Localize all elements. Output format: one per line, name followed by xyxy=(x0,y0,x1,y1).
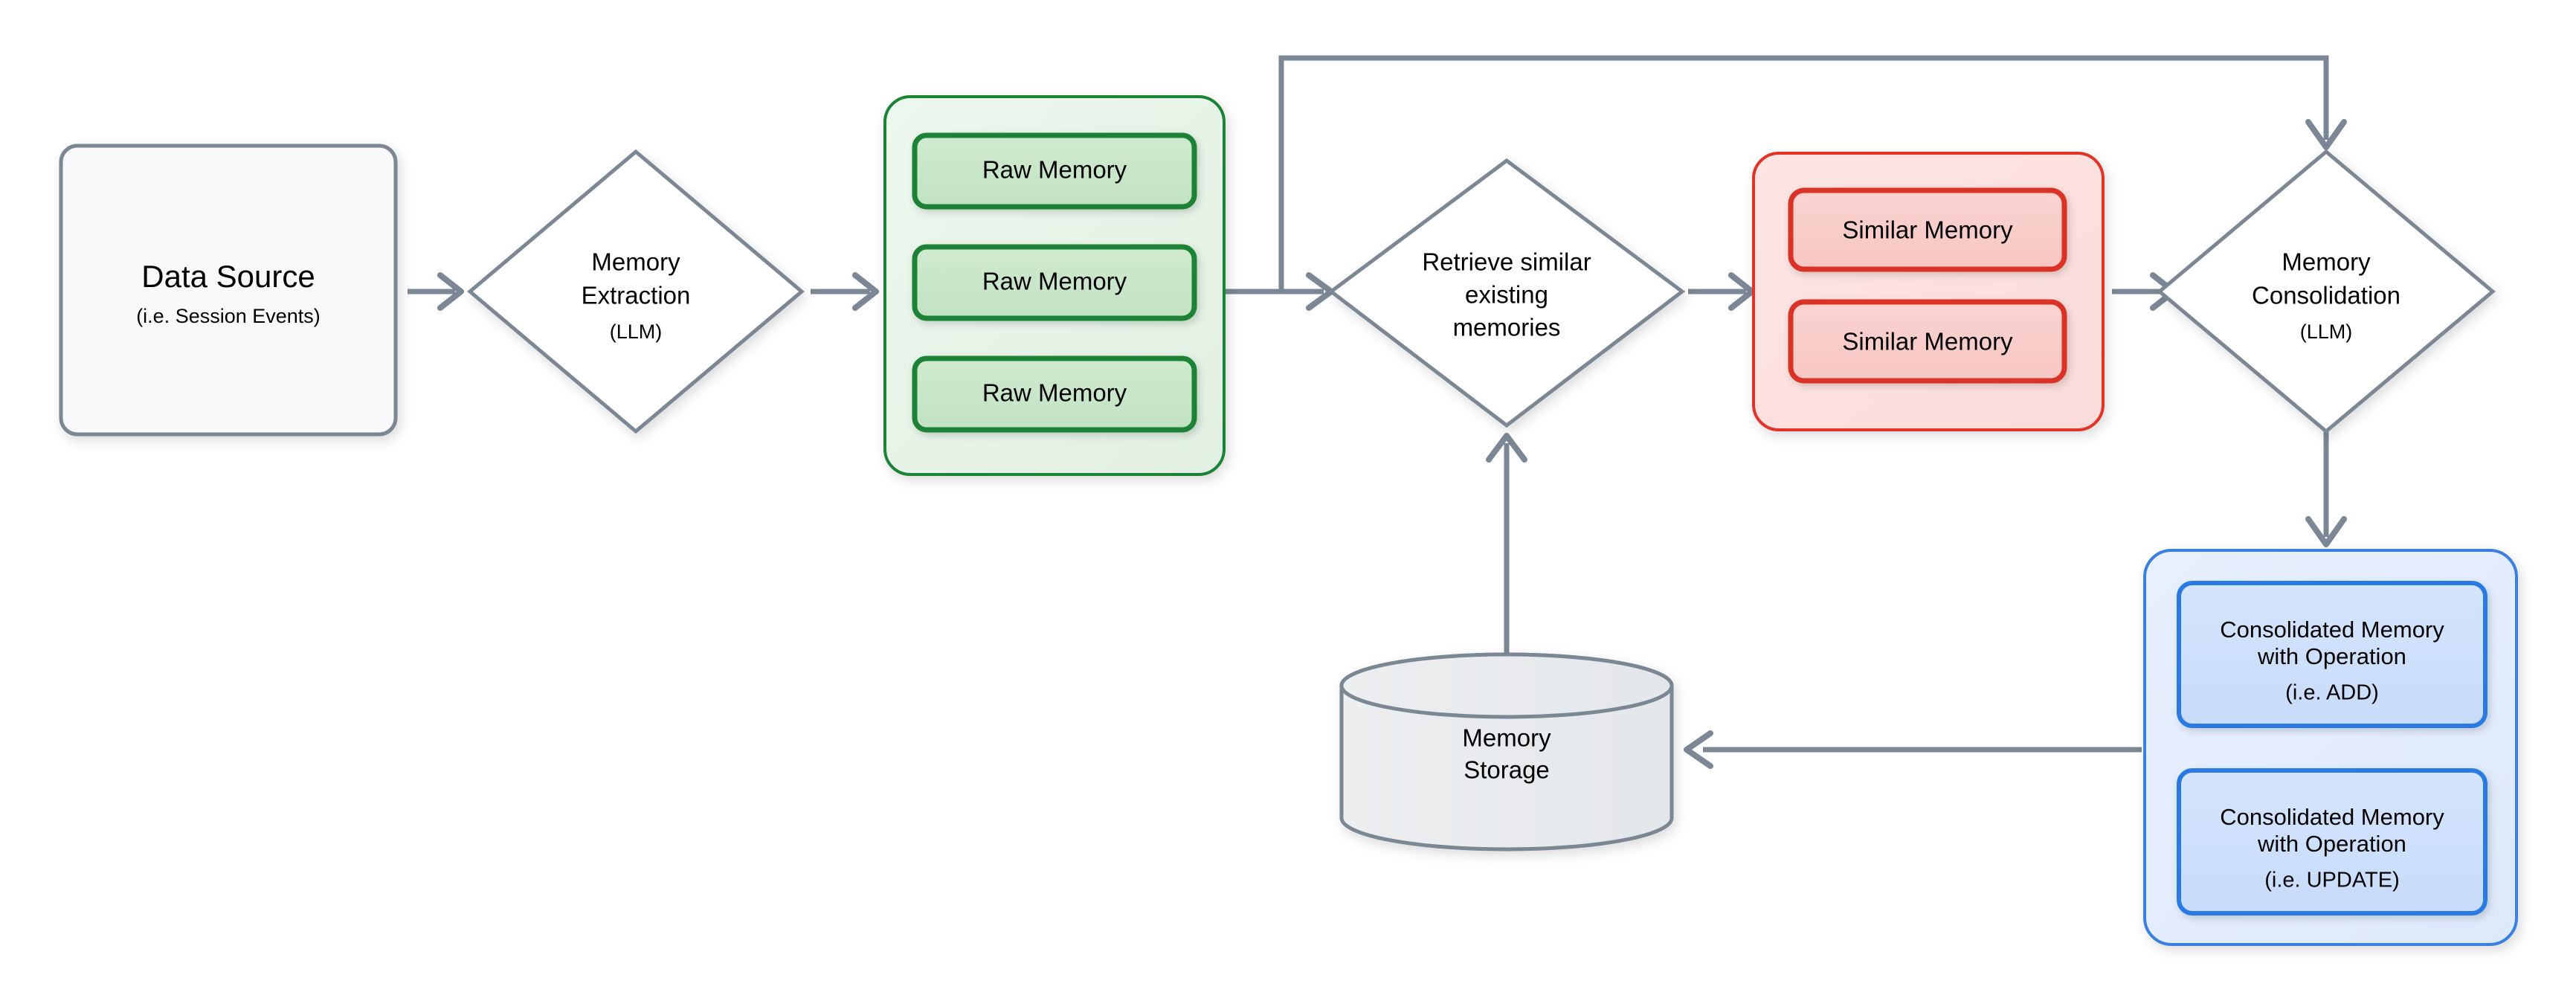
group-consolidated-memory: Consolidated Memory with Operation (i.e.… xyxy=(2143,549,2518,946)
consolidated-memory-line2: with Operation xyxy=(2257,643,2406,669)
memory-extraction-line2: Extraction xyxy=(582,282,691,309)
consolidated-memory-item[interactable]: Consolidated Memory with Operation (i.e.… xyxy=(2177,768,2488,915)
retrieve-similar-line3: memories xyxy=(1453,314,1561,341)
raw-memory-label: Raw Memory xyxy=(982,268,1127,295)
consolidated-memory-line2: with Operation xyxy=(2257,831,2406,857)
memory-storage-line1: Memory xyxy=(1462,724,1551,752)
group-similar-memory: Similar Memory Similar Memory xyxy=(1752,152,2105,431)
memory-extraction-line3: (LLM) xyxy=(610,321,663,343)
similar-memory-label: Similar Memory xyxy=(1842,216,2013,244)
consolidated-memory-line1: Consolidated Memory xyxy=(2220,804,2444,830)
edge-data-source-to-memory-extraction xyxy=(408,272,464,311)
edge-consolidated-memory-to-storage xyxy=(1684,730,2142,769)
consolidated-memory-line1: Consolidated Memory xyxy=(2220,617,2444,643)
similar-memory-item[interactable]: Similar Memory xyxy=(1788,299,2067,384)
node-memory-storage[interactable]: Memory Storage xyxy=(1339,652,1674,852)
node-data-source[interactable]: Data Source (i.e. Session Events) xyxy=(59,144,398,437)
memory-consolidation-line3: (LLM) xyxy=(2300,321,2353,343)
similar-memory-item[interactable]: Similar Memory xyxy=(1788,187,2067,272)
edge-retrieve-to-similar-memory xyxy=(1688,272,1755,311)
similar-memory-label: Similar Memory xyxy=(1842,328,2013,355)
edge-storage-to-retrieve xyxy=(1486,433,1527,677)
raw-memory-item[interactable]: Raw Memory xyxy=(912,355,1197,433)
data-source-subtitle: (i.e. Session Events) xyxy=(136,305,321,327)
node-memory-extraction[interactable]: Memory Extraction (LLM) xyxy=(467,149,805,434)
raw-memory-label: Raw Memory xyxy=(982,379,1127,407)
node-retrieve-similar-memories[interactable]: Retrieve similar existing memories xyxy=(1327,158,1686,428)
edge-memory-extraction-to-raw-memory xyxy=(811,272,879,311)
consolidated-memory-item[interactable]: Consolidated Memory with Operation (i.e.… xyxy=(2177,581,2488,728)
node-memory-consolidation[interactable]: Memory Consolidation (LLM) xyxy=(2157,149,2496,434)
retrieve-similar-line2: existing xyxy=(1465,281,1548,309)
consolidated-memory-line3: (i.e. ADD) xyxy=(2285,681,2379,705)
retrieve-similar-line1: Retrieve similar xyxy=(1422,248,1591,276)
memory-consolidation-line1: Memory xyxy=(2282,248,2371,276)
raw-memory-item[interactable]: Raw Memory xyxy=(912,132,1197,210)
memory-extraction-line1: Memory xyxy=(591,248,680,276)
raw-memory-item[interactable]: Raw Memory xyxy=(912,244,1197,321)
consolidated-memory-line3: (i.e. UPDATE) xyxy=(2264,869,2400,892)
data-source-title: Data Source xyxy=(141,259,315,294)
edge-consolidation-to-consolidated-memory xyxy=(2305,416,2347,547)
edge-feedback-to-memory-consolidation xyxy=(1278,55,2347,292)
memory-storage-line2: Storage xyxy=(1464,756,1550,784)
edge-raw-memory-to-retrieve xyxy=(1220,272,1334,311)
memory-consolidation-line2: Consolidation xyxy=(2252,282,2400,309)
raw-memory-label: Raw Memory xyxy=(982,156,1127,184)
group-raw-memory: Raw Memory Raw Memory Raw Memory xyxy=(883,95,1226,476)
